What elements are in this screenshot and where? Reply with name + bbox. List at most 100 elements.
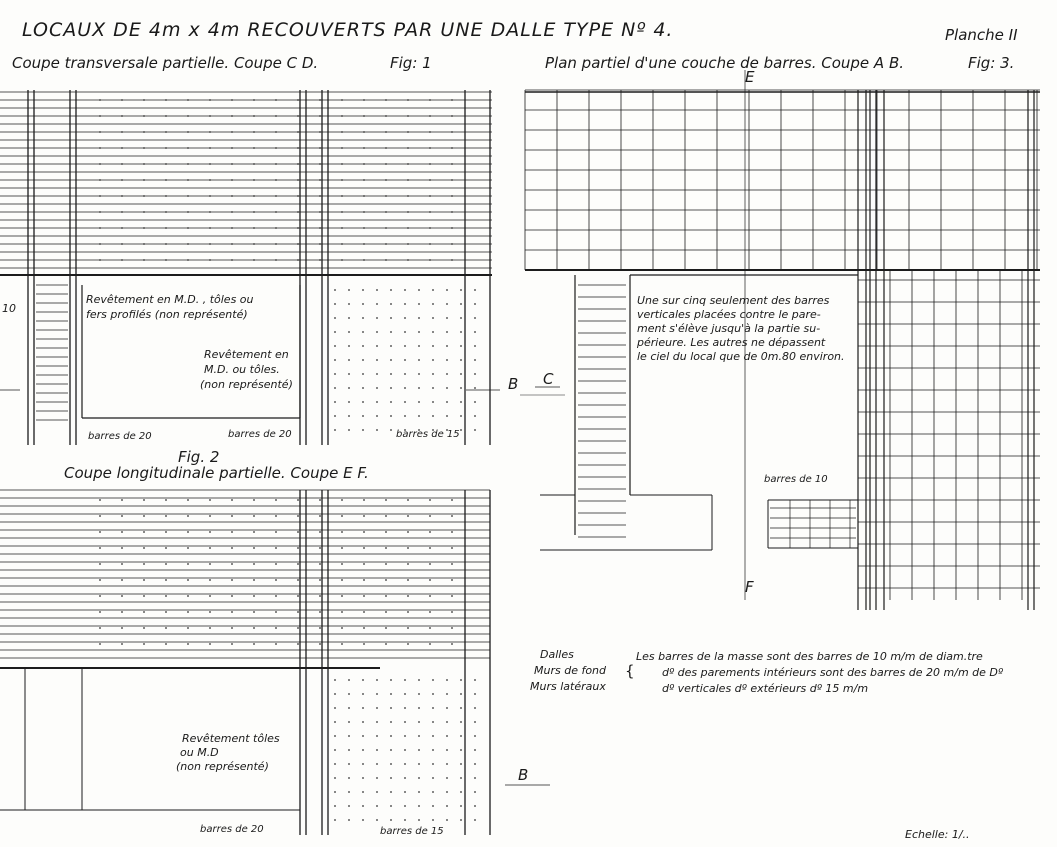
stipple-dot	[418, 805, 420, 807]
stipple-dot	[407, 163, 409, 165]
stipple-dot	[404, 693, 406, 695]
stipple-dot	[432, 429, 434, 431]
stipple-dot	[275, 115, 277, 117]
stipple-dot	[446, 303, 448, 305]
stipple-dot	[297, 243, 299, 245]
stipple-dot	[407, 531, 409, 533]
stipple-dot	[187, 195, 189, 197]
stipple-dot	[334, 819, 336, 821]
stipple-dot	[231, 195, 233, 197]
stipple-dot	[319, 195, 321, 197]
stipple-dot	[334, 373, 336, 375]
stipple-dot	[121, 611, 123, 613]
stipple-dot	[429, 643, 431, 645]
stipple-dot	[231, 515, 233, 517]
stipple-dot	[429, 259, 431, 261]
stipple-dot	[253, 259, 255, 261]
stipple-dot	[385, 115, 387, 117]
stipple-dot	[187, 99, 189, 101]
stipple-dot	[334, 791, 336, 793]
stipple-dot	[474, 401, 476, 403]
stipple-dot	[451, 195, 453, 197]
stipple-dot	[143, 499, 145, 501]
stipple-dot	[187, 611, 189, 613]
stipple-dot	[390, 749, 392, 751]
stipple-dot	[143, 227, 145, 229]
fig3-note-line: verticales placées contre le pare-	[637, 308, 821, 321]
stipple-dot	[187, 163, 189, 165]
stipple-dot	[275, 499, 277, 501]
stipple-dot	[319, 547, 321, 549]
fig1-bars-left: barres de 20	[88, 431, 152, 442]
stipple-dot	[99, 515, 101, 517]
stipple-dot	[390, 415, 392, 417]
stipple-dot	[253, 163, 255, 165]
stipple-dot	[121, 195, 123, 197]
stipple-dot	[165, 259, 167, 261]
stipple-dot	[432, 303, 434, 305]
stipple-dot	[209, 243, 211, 245]
stipple-dot	[385, 595, 387, 597]
stipple-dot	[451, 259, 453, 261]
stipple-dot	[231, 259, 233, 261]
stipple-dot	[334, 721, 336, 723]
stipple-dot	[363, 99, 365, 101]
stipple-dot	[376, 331, 378, 333]
legend-line: dº des parements intérieurs sont des bar…	[662, 666, 1004, 679]
stipple-dot	[121, 595, 123, 597]
stipple-dot	[404, 791, 406, 793]
stipple-dot	[474, 763, 476, 765]
stipple-dot	[390, 331, 392, 333]
stipple-dot	[209, 579, 211, 581]
stipple-dot	[446, 387, 448, 389]
stipple-dot	[231, 531, 233, 533]
stipple-dot	[275, 563, 277, 565]
stipple-dot	[418, 735, 420, 737]
stipple-dot	[376, 693, 378, 695]
stipple-dot	[376, 763, 378, 765]
stipple-dot	[231, 611, 233, 613]
stipple-dot	[407, 643, 409, 645]
stipple-dot	[363, 115, 365, 117]
stipple-dot	[275, 163, 277, 165]
stipple-dot	[209, 147, 211, 149]
stipple-dot	[209, 611, 211, 613]
stipple-dot	[143, 595, 145, 597]
stipple-dot	[297, 627, 299, 629]
stipple-dot	[390, 805, 392, 807]
stipple-dot	[253, 195, 255, 197]
stipple-dot	[231, 99, 233, 101]
fig2-note-line1: Revêtement tôles	[182, 732, 280, 745]
stipple-dot	[404, 415, 406, 417]
stipple-dot	[348, 735, 350, 737]
stipple-dot	[390, 373, 392, 375]
stipple-dot	[446, 763, 448, 765]
stipple-dot	[446, 805, 448, 807]
stipple-dot	[385, 259, 387, 261]
stipple-dot	[418, 401, 420, 403]
stipple-dot	[348, 401, 350, 403]
fig1-note1-line1: Revêtement en M.D. , tôles ou	[86, 293, 254, 306]
stipple-dot	[209, 99, 211, 101]
stipple-dot	[165, 531, 167, 533]
stipple-dot	[451, 579, 453, 581]
stipple-dot	[319, 131, 321, 133]
stipple-dot	[165, 611, 167, 613]
stipple-dot	[231, 627, 233, 629]
stipple-dot	[418, 763, 420, 765]
stipple-dot	[404, 819, 406, 821]
stipple-dot	[99, 179, 101, 181]
stipple-dot	[429, 563, 431, 565]
stipple-dot	[474, 387, 476, 389]
stipple-dot	[385, 147, 387, 149]
stipple-dot	[376, 777, 378, 779]
stipple-dot	[341, 99, 343, 101]
fig3-note-line: ment s'élève jusqu'à la partie su-	[637, 322, 820, 335]
stipple-dot	[341, 499, 343, 501]
stipple-dot	[348, 707, 350, 709]
stipple-dot	[390, 401, 392, 403]
stipple-dot	[319, 115, 321, 117]
stipple-dot	[121, 643, 123, 645]
stipple-dot	[460, 331, 462, 333]
stipple-dot	[348, 345, 350, 347]
